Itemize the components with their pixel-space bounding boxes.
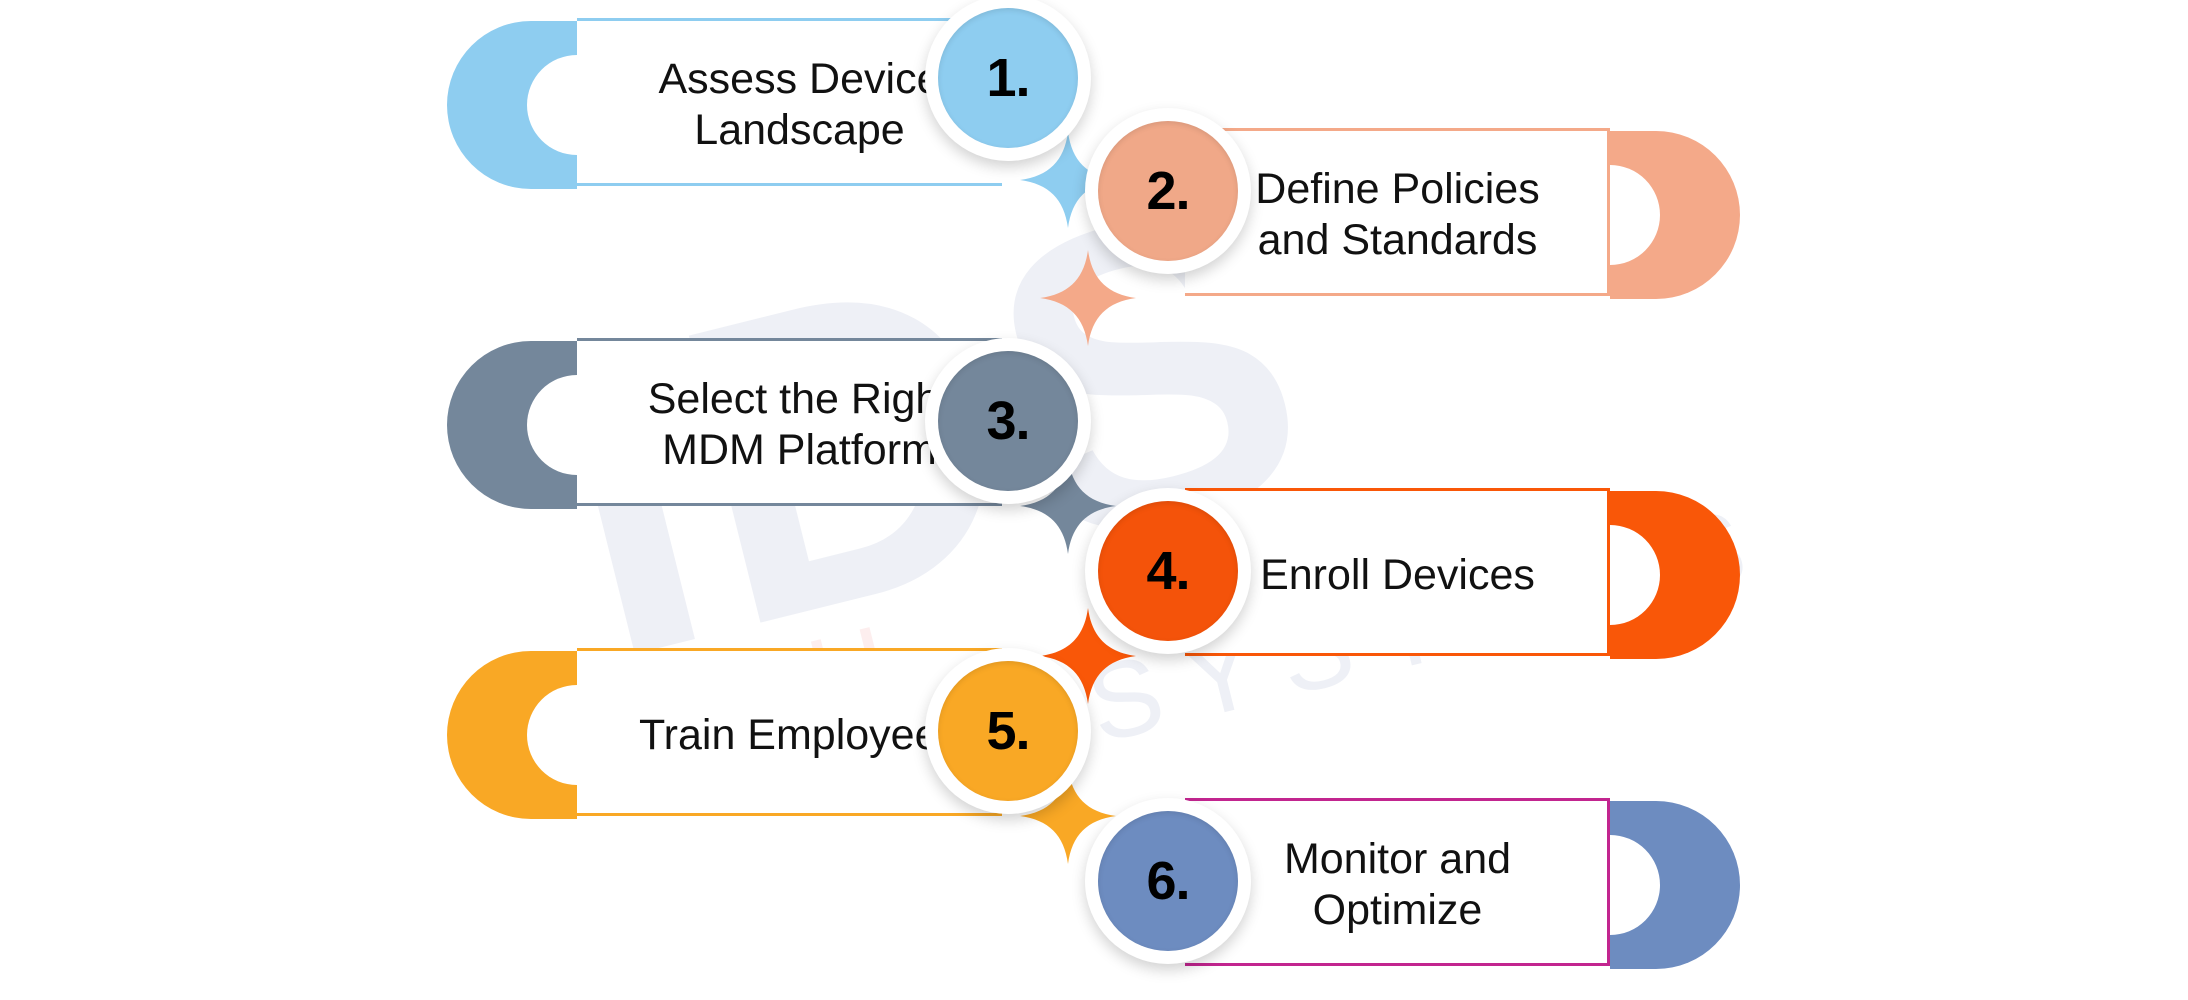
circle-fill-5: 5.: [938, 661, 1078, 801]
connector-sparkle-5-6: [1020, 768, 1116, 864]
step-label-2: Define Policies and Standards: [1255, 165, 1540, 264]
step-bar-5: Train Employees: [447, 648, 1002, 819]
circle-fill-3: 3.: [938, 351, 1078, 491]
step-bar-6: Monitor and Optimize: [1185, 798, 1740, 969]
step-cap-icon-4: [1610, 491, 1740, 659]
circle-fill-6: 6.: [1098, 811, 1238, 951]
step-edge-line-6: [1607, 798, 1610, 966]
step-number-text-5: 5.: [986, 701, 1030, 761]
step-bar-4: Enroll Devices: [1185, 488, 1740, 659]
step-cap-icon-1: [447, 21, 577, 189]
step-bar-2: Define Policies and Standards: [1185, 128, 1740, 299]
circle-fill-1: 1.: [938, 8, 1078, 148]
step-cap-icon-3: [447, 341, 577, 509]
step-number-text-3: 3.: [986, 391, 1030, 451]
step-edge-line-4: [1607, 488, 1610, 656]
step-number-circle-2[interactable]: 2.: [1085, 108, 1251, 274]
step-cap-icon-2: [1610, 131, 1740, 299]
circle-fill-4: 4.: [1098, 501, 1238, 641]
step-number-text-4: 4.: [1146, 541, 1190, 601]
step-label-3: Select the Right MDM Platform: [647, 375, 952, 474]
connector-sparkle-3-4: [1020, 458, 1116, 554]
step-number-circle-4[interactable]: 4.: [1085, 488, 1251, 654]
step-number-text-1: 1.: [986, 48, 1030, 108]
step-label-5: Train Employees: [638, 710, 961, 759]
step-number-circle-6[interactable]: 6.: [1085, 798, 1251, 964]
step-label-6: Monitor and Optimize: [1283, 835, 1512, 934]
step-cap-icon-6: [1610, 801, 1740, 969]
step-number-circle-3[interactable]: 3.: [925, 338, 1091, 504]
step-edge-line-2: [1607, 128, 1610, 296]
circle-fill-2: 2.: [1098, 121, 1238, 261]
step-number-circle-5[interactable]: 5.: [925, 648, 1091, 814]
step-number-circle-1[interactable]: 1.: [925, 0, 1091, 161]
step-number-text-2: 2.: [1146, 161, 1190, 221]
connector-sparkle-2-3: [1040, 250, 1136, 346]
step-label-4: Enroll Devices: [1260, 550, 1535, 599]
connector-sparkle-1-2: [1020, 132, 1116, 228]
step-label-1: Assess Device Landscape: [658, 55, 941, 154]
step-number-text-6: 6.: [1146, 851, 1190, 911]
connector-sparkle-4-5: [1040, 608, 1136, 704]
step-cap-icon-5: [447, 651, 577, 819]
